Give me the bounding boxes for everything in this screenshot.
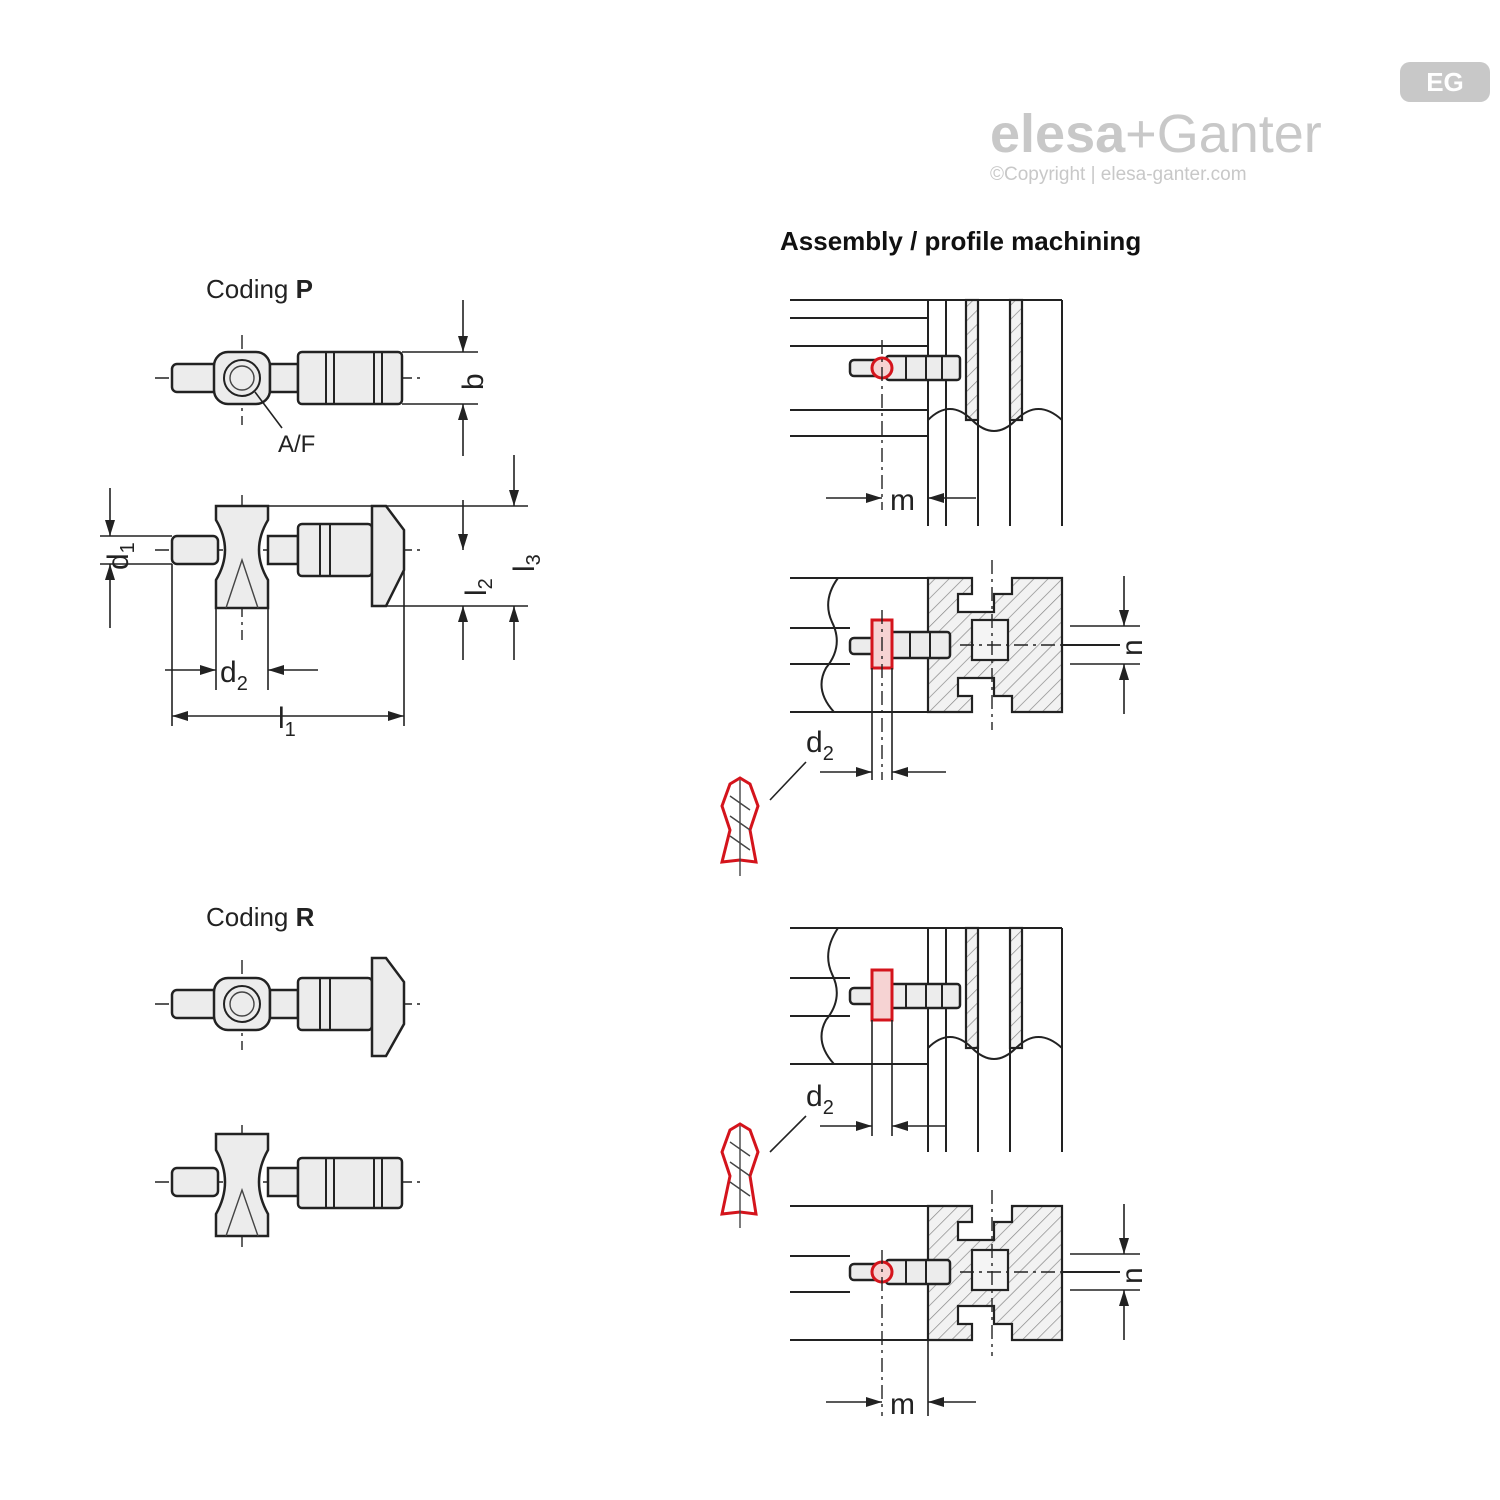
assembly-view-1: m <box>790 298 1063 526</box>
l2-label: l2 <box>460 578 497 596</box>
l1-label: l1 <box>278 702 296 741</box>
logo-brand-ganter: Ganter <box>1157 104 1322 164</box>
svg-text:elesa+Ganter: elesa+Ganter <box>990 104 1322 164</box>
coding-p-label: Coding P <box>206 274 313 304</box>
coding-p-prefix: Coding <box>206 274 296 304</box>
n-label-2: n <box>1116 1267 1149 1284</box>
af-label: A/F <box>278 431 315 458</box>
logo-badge-shape <box>1400 62 1490 102</box>
d2-label-assembly-2: d2 <box>806 1080 834 1119</box>
assembly-view-2: n d2 <box>720 560 1149 876</box>
d1-label: d1 <box>102 542 139 570</box>
logo-copyright: ©Copyright | elesa-ganter.com <box>990 164 1247 185</box>
logo-badge: EG <box>1426 67 1464 97</box>
logo-brand-elesa: elesa <box>990 104 1126 164</box>
n-label-1: n <box>1116 639 1149 656</box>
m-label-bottom: m <box>890 1388 915 1421</box>
d2-label: d2 <box>220 656 248 695</box>
logo-brand-plus: + <box>1125 104 1157 164</box>
assembly-view-4: n m <box>790 1190 1149 1421</box>
coding-r-label: Coding R <box>206 902 315 932</box>
coding-r-prefix: Coding <box>206 902 296 932</box>
coding-p-top-view: A/F b <box>155 300 490 458</box>
assembly-view-3: d2 <box>720 926 1063 1228</box>
assembly-title: Assembly / profile machining <box>780 226 1141 256</box>
coding-r-side-view <box>155 1125 420 1252</box>
b-label: b <box>457 373 490 390</box>
coding-p-side-view: d1 l2 l3 d2 l1 <box>100 455 545 741</box>
m-label-top: m <box>890 484 915 517</box>
brand-logo: EG elesa+Ganter ©Copyright | elesa-gante… <box>990 62 1490 185</box>
coding-p-letter: P <box>296 274 313 304</box>
l3-label: l3 <box>508 554 545 572</box>
coding-r-top-view <box>155 956 420 1058</box>
d2-label-assembly-1: d2 <box>806 726 834 765</box>
coding-r-letter: R <box>296 902 315 932</box>
